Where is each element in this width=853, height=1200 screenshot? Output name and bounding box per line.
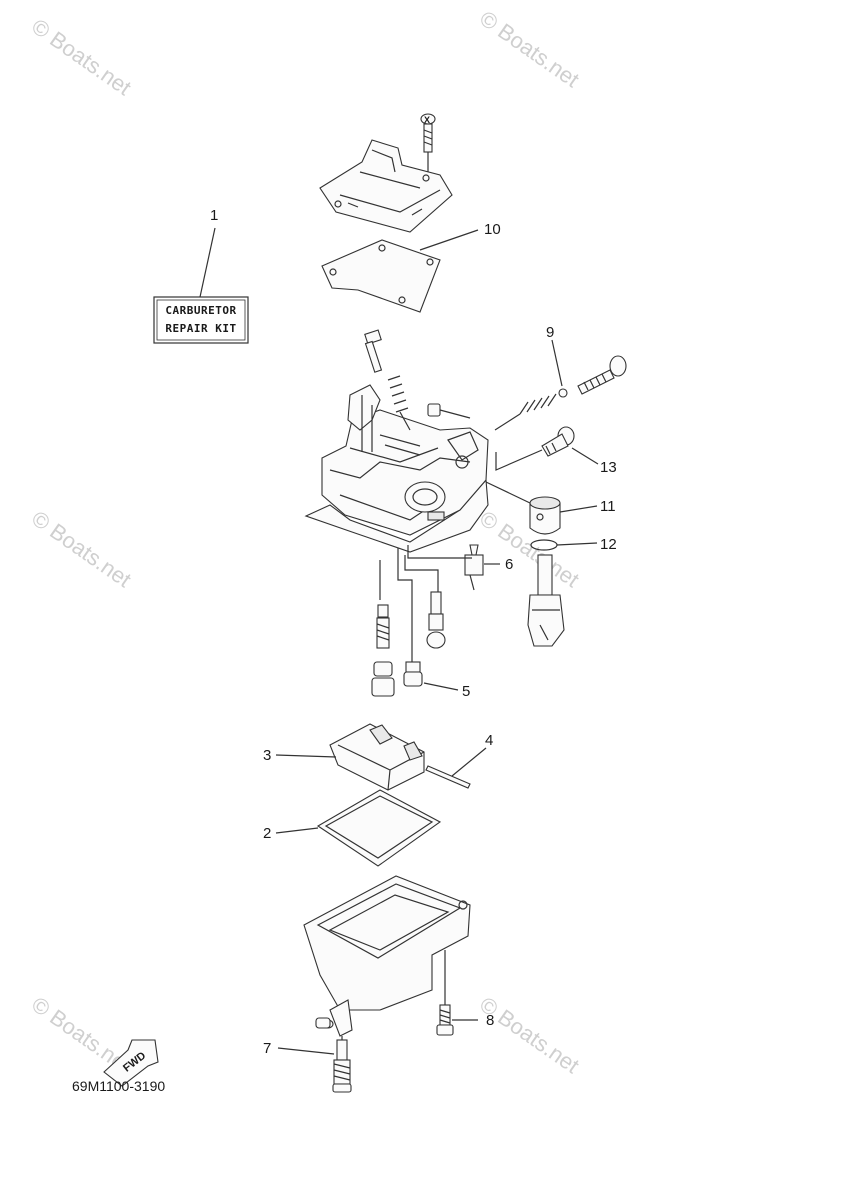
- carburetor-body: [304, 384, 489, 553]
- pilot-jet: [371, 604, 395, 697]
- throttle-stop-screw-assembly: [494, 355, 627, 431]
- callout-8: 8: [486, 1012, 494, 1029]
- watermark: © Boats.net: [475, 992, 584, 1079]
- float-chamber-gasket: [316, 789, 442, 867]
- callout-1: 1: [210, 207, 218, 224]
- carburetor-repair-kit-box: CARBURETOR REPAIR KIT: [153, 296, 249, 344]
- callout-3: 3: [263, 747, 271, 764]
- cap: [485, 481, 561, 535]
- main-jet-holder: [495, 426, 575, 471]
- callout-5: 5: [462, 683, 470, 700]
- float-needle: [407, 544, 484, 591]
- chamber-screw: [436, 950, 454, 1036]
- screw-mark-x: X: [424, 115, 430, 125]
- callout-9: 9: [546, 324, 554, 341]
- callout-7: 7: [263, 1040, 271, 1057]
- callout-4: 4: [485, 732, 493, 749]
- callout-6: 6: [505, 556, 513, 573]
- float-pin: [425, 765, 471, 789]
- drain-plug: [332, 1036, 352, 1093]
- watermark: © Boats.net: [27, 14, 136, 101]
- callout-10: 10: [484, 221, 501, 238]
- kit-label-line2: REPAIR KIT: [165, 322, 236, 335]
- callout-13: 13: [600, 459, 617, 476]
- cover-gasket: [321, 239, 441, 313]
- main-nozzle: [426, 591, 446, 649]
- kit-label-line1: CARBURETOR: [165, 304, 236, 317]
- float: [329, 723, 425, 791]
- callout-12: 12: [600, 536, 617, 553]
- pilot-screw: [364, 329, 411, 431]
- watermark: © Boats.net: [475, 6, 584, 93]
- plunger-assembly: [527, 554, 565, 647]
- watermark: © Boats.net: [27, 506, 136, 593]
- callout-2: 2: [263, 825, 271, 842]
- float-chamber: [303, 875, 471, 1037]
- body-screw: [427, 403, 471, 419]
- forward-direction-arrow: FWD: [103, 1039, 159, 1087]
- top-cover: [319, 139, 453, 233]
- cover-screw: X: [420, 113, 436, 180]
- drain-screw: [403, 661, 423, 687]
- diagram-code: 69M1100-3190: [72, 1078, 165, 1094]
- callout-11: 11: [600, 498, 616, 515]
